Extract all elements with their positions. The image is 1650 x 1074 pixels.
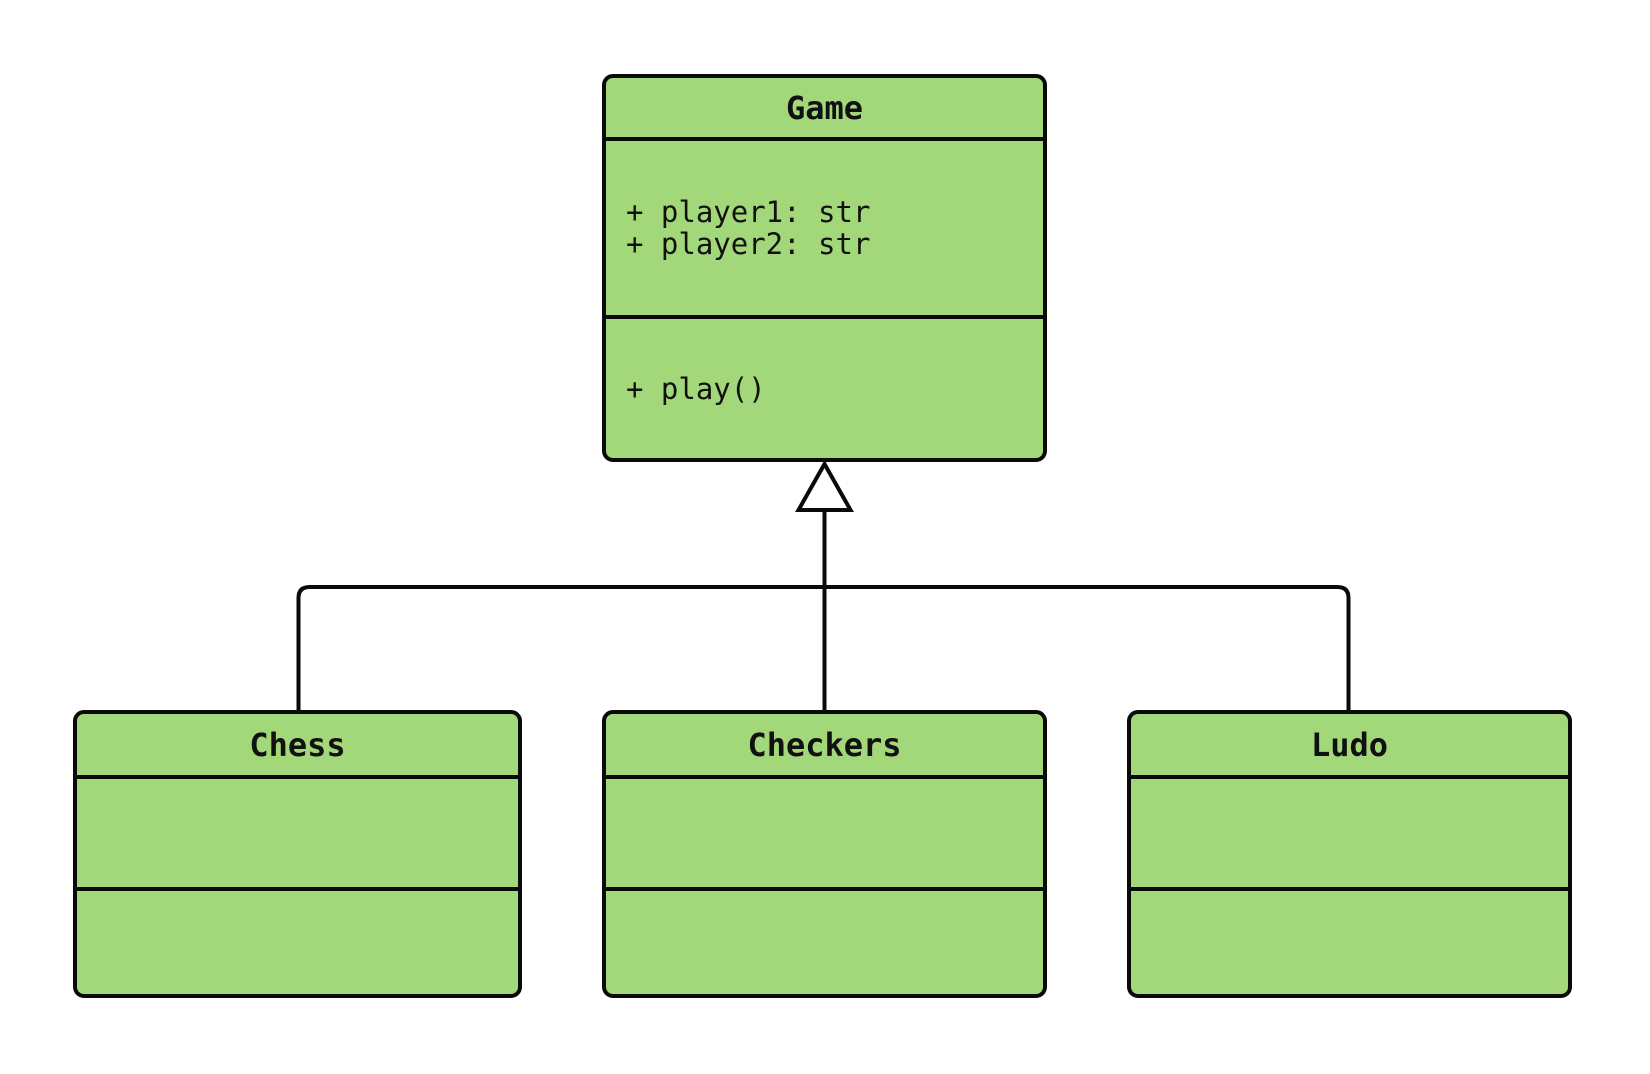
- attributes-compartment: + player1: str + player2: str: [606, 137, 1043, 315]
- methods-compartment: + play(): [606, 315, 1043, 458]
- class-title: Ludo: [1310, 725, 1389, 764]
- class-title: Game: [785, 88, 864, 127]
- methods-compartment: [606, 887, 1043, 994]
- attribute-line: + player2: str: [626, 227, 871, 261]
- method-line: + play(): [626, 371, 766, 406]
- attribute-line: + player1: str: [626, 195, 871, 229]
- attributes-compartment: [77, 775, 518, 887]
- class-box-ludo: Ludo: [1127, 710, 1572, 998]
- inheritance-arrow-icon: [795, 459, 854, 512]
- class-box-game: Game + player1: str + player2: str + pla…: [602, 74, 1047, 462]
- methods-compartment: [1131, 887, 1568, 994]
- attributes-compartment: [606, 775, 1043, 887]
- class-title: Chess: [249, 725, 346, 764]
- edge-chess-ludo-bus: [296, 585, 1351, 710]
- class-title: Checkers: [747, 725, 902, 764]
- methods-compartment: [77, 887, 518, 994]
- attributes-compartment: [1131, 775, 1568, 887]
- class-box-checkers: Checkers: [602, 710, 1047, 998]
- class-box-chess: Chess: [73, 710, 522, 998]
